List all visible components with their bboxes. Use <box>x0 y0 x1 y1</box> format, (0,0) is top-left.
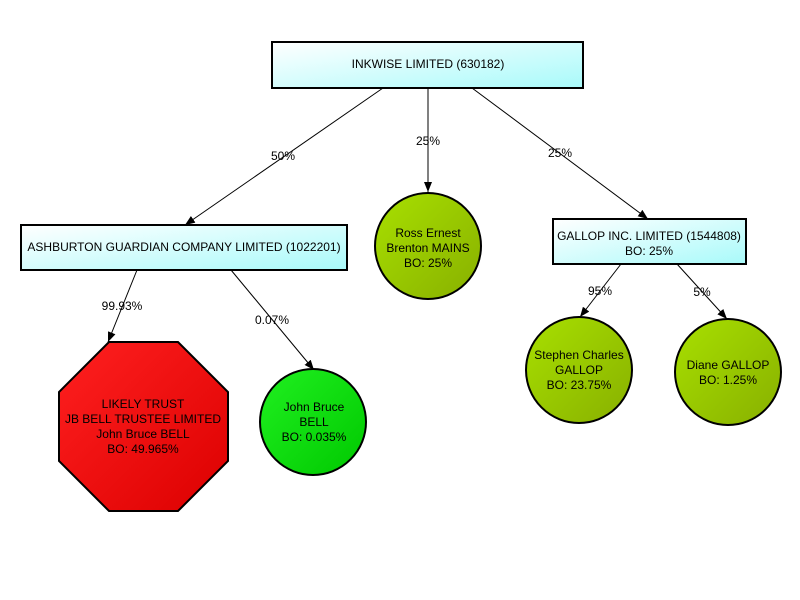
edge-label: 0.07% <box>255 313 289 327</box>
node-label-line: BO: 1.25% <box>699 373 757 387</box>
edge-root-gallop: 25% <box>471 87 649 220</box>
node-label-line: BO: 49.965% <box>107 442 179 456</box>
edge-ashburton-trust: 99.93% <box>102 269 143 343</box>
edge-label: 25% <box>416 134 440 148</box>
node-label-line: Brenton MAINS <box>386 241 469 255</box>
edge-gallop-diane: 5% <box>676 263 728 320</box>
edge-ashburton-john: 0.07% <box>230 269 315 371</box>
edge-label: 99.93% <box>102 299 143 313</box>
node-label-line: BELL <box>299 415 329 429</box>
edge-label: 25% <box>548 146 572 160</box>
node-john-bruce-bell[interactable]: John Bruce BELL BO: 0.035% <box>259 368 367 476</box>
node-gallop-inc[interactable]: GALLOP INC. LIMITED (1544808) BO: 25% <box>552 218 747 265</box>
edge-root-ashburton: 50% <box>184 87 384 226</box>
node-label: ASHBURTON GUARDIAN COMPANY LIMITED (1022… <box>27 240 340 254</box>
node-label-line: BO: 0.035% <box>282 430 347 444</box>
node-ross-mains[interactable]: Ross Ernest Brenton MAINS BO: 25% <box>374 192 482 300</box>
node-label-line: Diane GALLOP <box>687 358 770 372</box>
node-label-line: Stephen Charles <box>534 348 623 362</box>
node-label-line: Ross Ernest <box>395 226 461 240</box>
edge-gallop-stephen: 95% <box>579 263 622 318</box>
node-stephen-gallop[interactable]: Stephen Charles GALLOP BO: 23.75% <box>525 316 633 424</box>
node-label-line: JB BELL TRUSTEE LIMITED <box>65 412 221 426</box>
node-label-line: GALLOP INC. LIMITED (1544808) <box>557 229 741 243</box>
node-label-line: John Bruce BELL <box>96 427 190 441</box>
node-diane-gallop[interactable]: Diane GALLOP BO: 1.25% <box>674 318 782 426</box>
node-label-line: John Bruce <box>284 400 345 414</box>
node-label-line: GALLOP <box>555 363 603 377</box>
edge-label: 50% <box>271 149 295 163</box>
node-label-line: BO: 25% <box>625 244 673 258</box>
edge-label: 95% <box>588 284 612 298</box>
node-ashburton-guardian[interactable]: ASHBURTON GUARDIAN COMPANY LIMITED (1022… <box>20 224 348 271</box>
edge-label: 5% <box>693 285 711 299</box>
node-label: INKWISE LIMITED (630182) <box>352 57 505 71</box>
node-label-line: LIKELY TRUST <box>102 397 185 411</box>
node-label-line: BO: 25% <box>404 256 452 270</box>
node-inkwise-limited[interactable]: INKWISE LIMITED (630182) <box>271 41 584 89</box>
node-label-line: BO: 23.75% <box>547 378 612 392</box>
node-likely-trust[interactable]: LIKELY TRUST JB BELL TRUSTEE LIMITED Joh… <box>58 341 229 512</box>
edge-root-ross: 25% <box>416 88 440 192</box>
